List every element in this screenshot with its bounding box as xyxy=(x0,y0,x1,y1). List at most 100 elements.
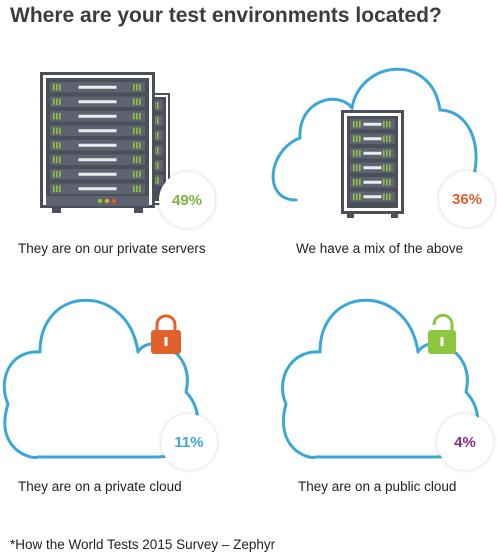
category-label-mix: We have a mix of the above xyxy=(296,241,464,256)
server-slot-led xyxy=(356,164,358,171)
server-slot-led xyxy=(136,185,138,192)
value-label: 36% xyxy=(451,190,483,208)
server-slot-led xyxy=(59,113,61,120)
server-slot-bar xyxy=(78,85,117,89)
server-slot-led xyxy=(139,171,141,178)
server-slot-led xyxy=(383,164,385,171)
category-label-private-servers: They are on our private servers xyxy=(18,241,206,256)
server-slot-led xyxy=(383,179,385,186)
server-slot-led xyxy=(59,171,61,178)
server-slot-bar xyxy=(363,195,382,199)
value-badge-mix: 36% xyxy=(439,171,495,227)
server-slot-led xyxy=(157,162,159,169)
server-slot-led xyxy=(53,113,55,120)
server-slot-led xyxy=(139,127,141,134)
server-slot-led xyxy=(383,193,385,200)
value-badge-private-servers: 49% xyxy=(159,172,215,228)
server-slot-led xyxy=(386,135,388,142)
server-slot-bar xyxy=(78,172,117,176)
server-slot-led xyxy=(359,164,361,171)
value-label: 11% xyxy=(174,433,204,451)
server-slot-led xyxy=(56,98,58,105)
server-slot-led xyxy=(356,193,358,200)
server-slot-bar xyxy=(363,122,382,126)
server-slot-led xyxy=(59,127,61,134)
server-slot-led xyxy=(136,98,138,105)
server-slot-led xyxy=(59,84,61,91)
server-slot-led xyxy=(386,164,388,171)
cloud-unlocked-icon xyxy=(281,298,479,459)
server-slot-led xyxy=(386,150,388,157)
server-slot-led xyxy=(139,84,141,91)
server-slot-led xyxy=(133,156,135,163)
server-slot-led xyxy=(386,193,388,200)
server-slot-led xyxy=(359,150,361,157)
server-slot-led xyxy=(353,121,355,128)
server-slot-led xyxy=(133,113,135,120)
server-slot-led xyxy=(59,185,61,192)
server-slot-led xyxy=(56,127,58,134)
category-label-private-cloud: They are on a private cloud xyxy=(18,479,182,494)
server-slot-bar xyxy=(78,143,117,147)
server-slot-led xyxy=(157,117,159,124)
server-slot-led xyxy=(133,185,135,192)
server-slot-bar xyxy=(363,137,382,141)
server-slot-led xyxy=(359,121,361,128)
server-slot-led xyxy=(53,127,55,134)
server-slot-led xyxy=(136,113,138,120)
server-slot-led xyxy=(136,127,138,134)
server-slot-led xyxy=(356,121,358,128)
server-slot-led xyxy=(157,132,159,139)
server-slot-led xyxy=(53,98,55,105)
server-slot-led xyxy=(56,84,58,91)
server-slot-led xyxy=(133,98,135,105)
server-slot-led xyxy=(53,171,55,178)
server-slot-led xyxy=(56,171,58,178)
server-slot-led xyxy=(389,135,391,142)
server-slot-led xyxy=(356,150,358,157)
server-slot-led xyxy=(383,121,385,128)
server-slot-led xyxy=(389,193,391,200)
server-slot-led xyxy=(56,156,58,163)
server-slot-led xyxy=(53,185,55,192)
server-slot-led xyxy=(139,185,141,192)
value-badge-private-cloud: 11% xyxy=(161,414,217,470)
server-slot-led xyxy=(353,164,355,171)
server-slot-led xyxy=(386,121,388,128)
server-slot-led xyxy=(56,185,58,192)
chart-title: Where are your test environments located… xyxy=(10,4,442,27)
server-slot-bar xyxy=(78,100,117,104)
server-slot-led xyxy=(139,113,141,120)
server-slot-led xyxy=(359,193,361,200)
server-slot-led xyxy=(389,150,391,157)
server-slot-led xyxy=(136,84,138,91)
server-slot-led xyxy=(136,171,138,178)
server-slot-led xyxy=(356,179,358,186)
server-slot-led xyxy=(386,179,388,186)
server-slot-led xyxy=(136,156,138,163)
server-slot-led xyxy=(353,193,355,200)
value-label: 4% xyxy=(454,433,476,451)
cloud-server-icon xyxy=(271,67,478,218)
server-slot-led xyxy=(389,179,391,186)
server-slot-bar xyxy=(363,166,382,170)
server-slot-bar xyxy=(78,114,117,118)
category-label-public-cloud: They are on a public cloud xyxy=(298,479,457,494)
server-slot-led xyxy=(56,113,58,120)
server-slot-led xyxy=(53,156,55,163)
value-label: 49% xyxy=(171,191,203,209)
server-slot-led xyxy=(133,142,135,149)
server-slot-led xyxy=(133,84,135,91)
server-slot-led xyxy=(356,135,358,142)
server-slot-led xyxy=(59,142,61,149)
server-slot-led xyxy=(59,156,61,163)
server-slot-led xyxy=(157,102,159,109)
server-slot-bar xyxy=(78,158,117,162)
server-slot-led xyxy=(157,147,159,154)
server-slot-led xyxy=(139,142,141,149)
server-slot-led xyxy=(353,179,355,186)
server-slot-led xyxy=(133,127,135,134)
server-slot-led xyxy=(53,142,55,149)
server-slot-bar xyxy=(78,129,117,133)
